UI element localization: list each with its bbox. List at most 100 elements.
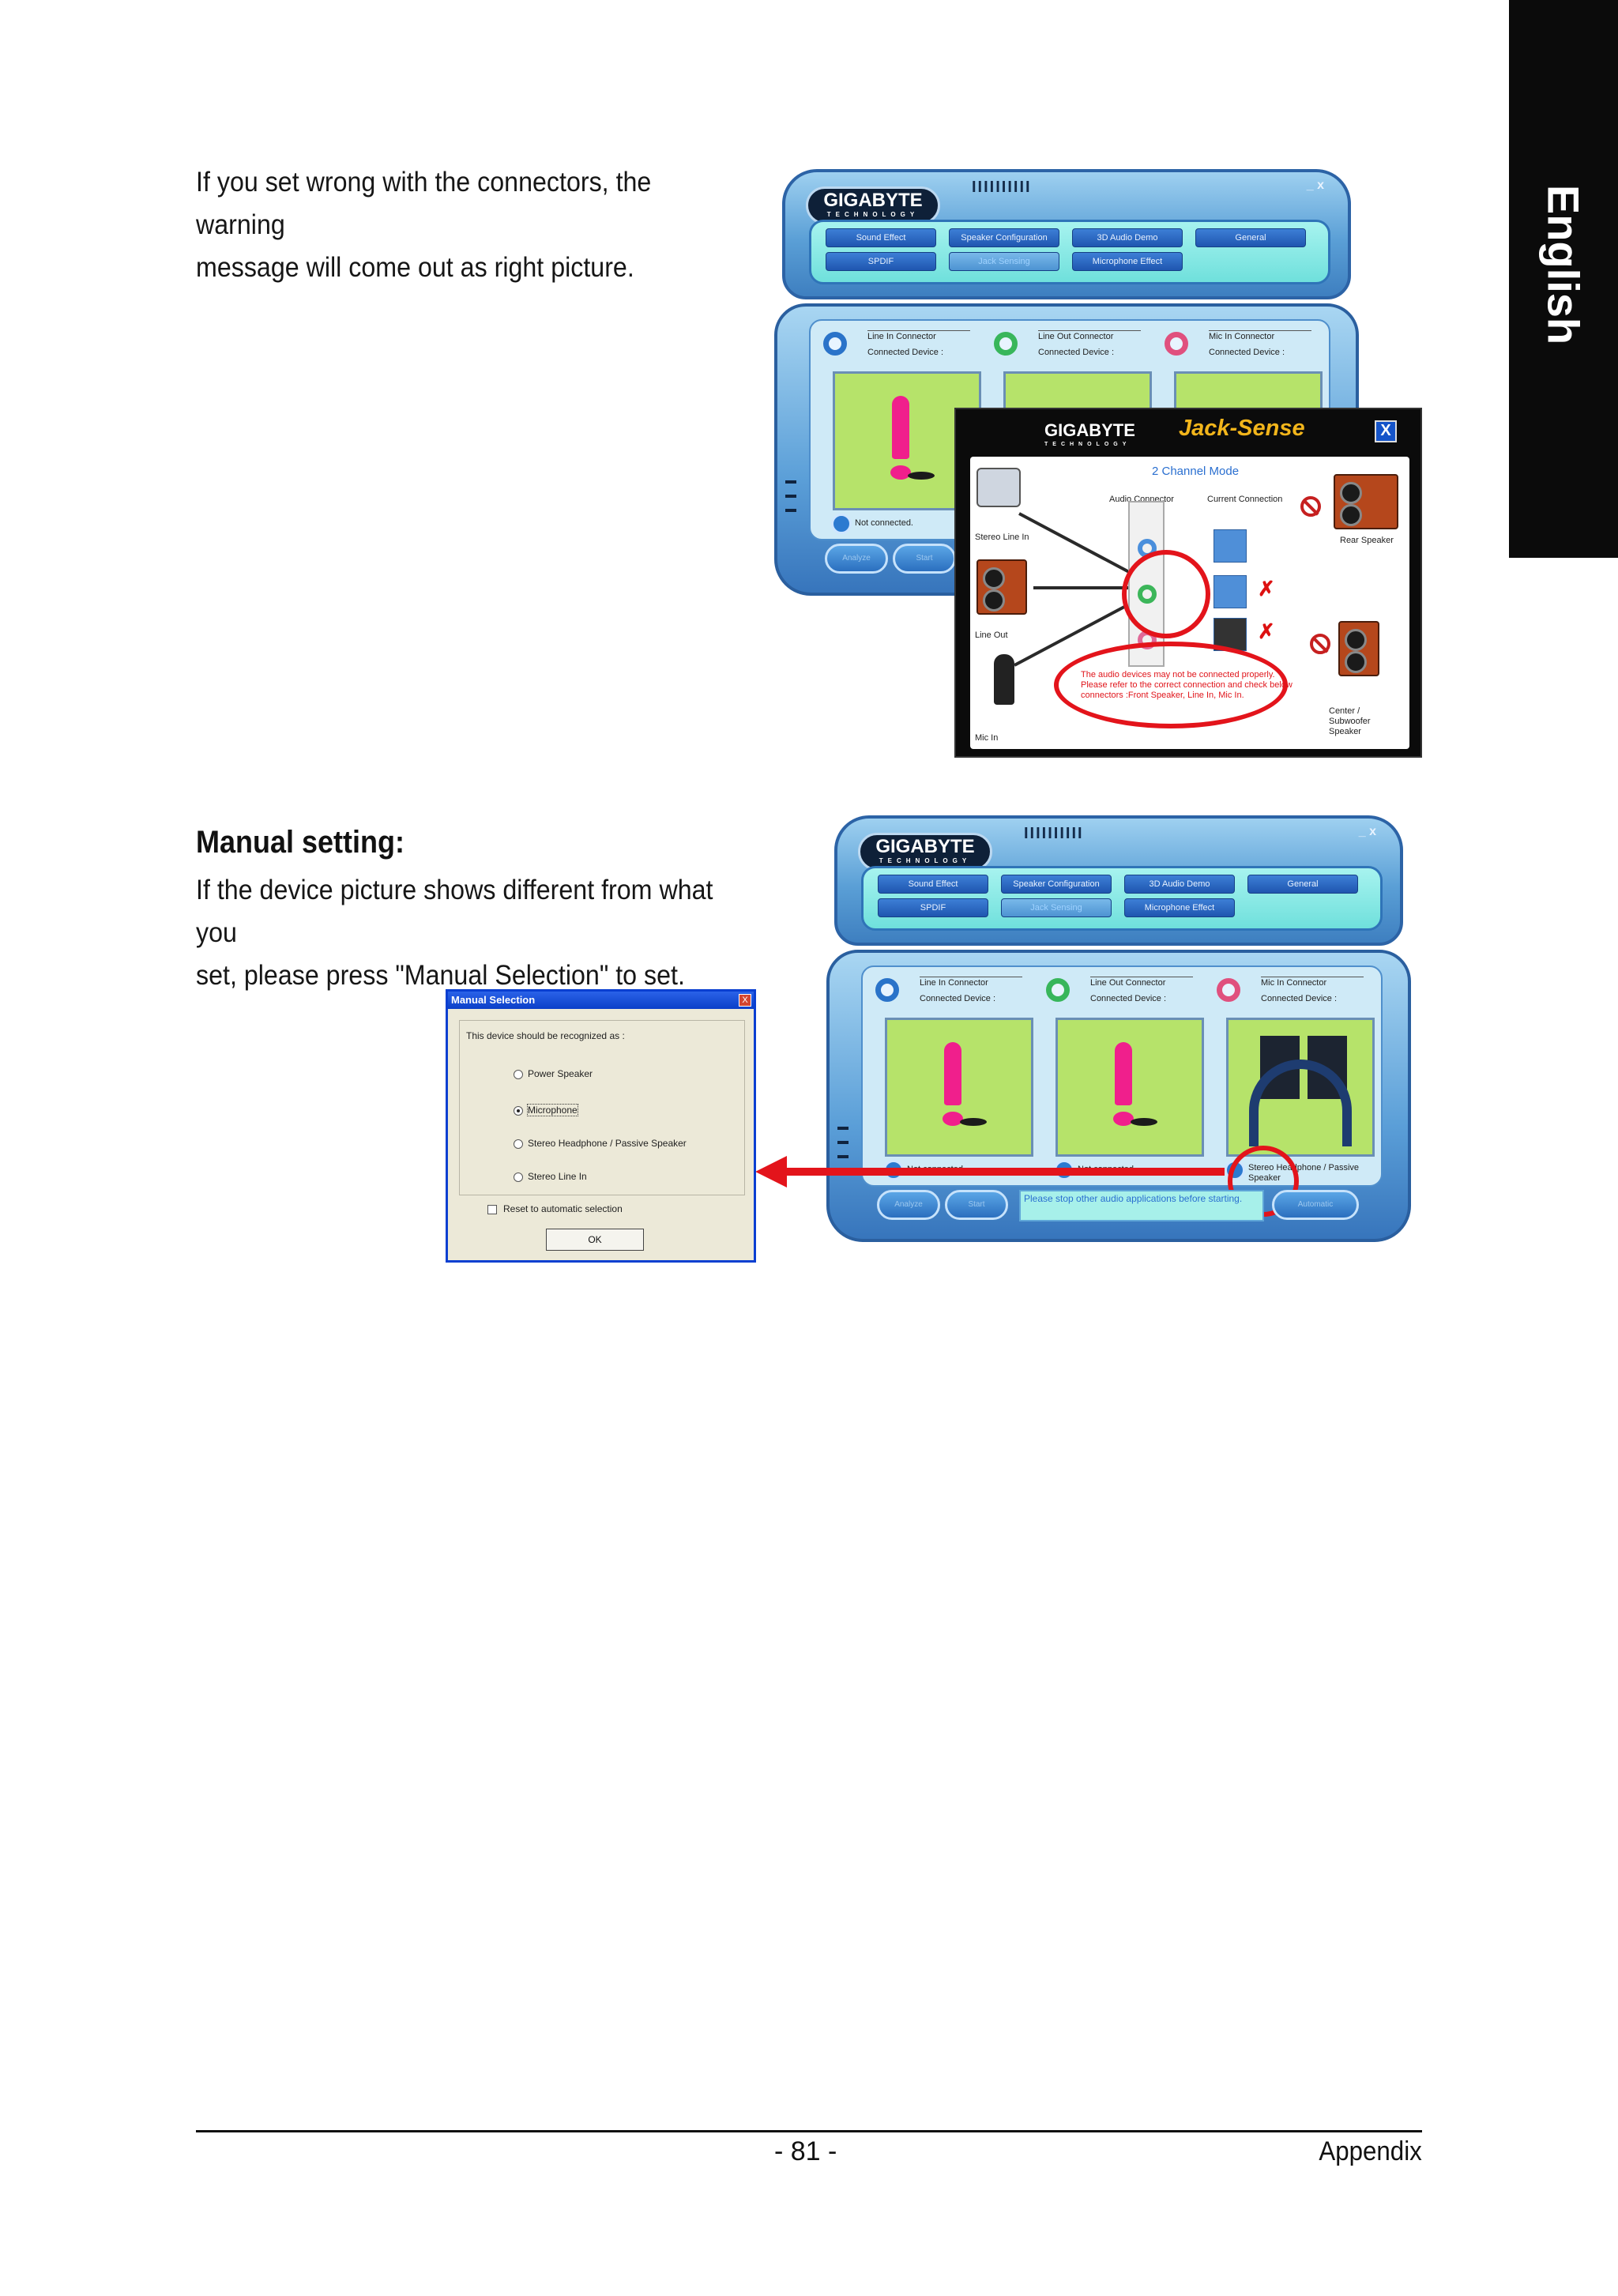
option-stereo-line-in[interactable]: Stereo Line In [528,1171,587,1182]
option-power-speaker[interactable]: Power Speaker [528,1068,593,1079]
tab-microphone-effect[interactable]: Microphone Effect [1072,252,1183,271]
pointer-arrow [782,1168,1225,1176]
reset-checkbox-label[interactable]: Reset to automatic selection [503,1203,623,1214]
warning-icon [1115,1042,1132,1105]
tab-speaker-configuration[interactable]: Speaker Configuration [949,228,1059,247]
analyze-button[interactable]: Analyze [877,1190,940,1220]
mic-in-jack-icon [1165,332,1188,356]
stereo-line-in-label: Stereo Line In [975,533,1029,542]
drag-grip-icon[interactable] [785,480,796,512]
error-x-icon: ✗ [1258,577,1275,600]
close-icon[interactable]: X [739,994,751,1007]
language-tab: English [1509,0,1618,558]
connection-indicator [1214,575,1247,608]
tab-3d-audio-demo[interactable]: 3D Audio Demo [1072,228,1183,247]
analyze-button[interactable]: Analyze [825,544,888,574]
tab-sound-effect[interactable]: Sound Effect [878,875,988,894]
highlight-circle [1122,550,1210,638]
option-stereo-headphone[interactable]: Stereo Headphone / Passive Speaker [528,1138,687,1149]
connector-name: Line Out Connector [1090,977,1193,988]
warning-icon [892,396,909,459]
connected-device-label: Connected Device : [1038,348,1114,357]
dialog-title: Manual Selection [448,992,754,1009]
radio-stereo-line-in[interactable] [514,1172,523,1182]
not-allowed-icon [1310,634,1330,654]
cable-line-out [1033,586,1131,589]
mic-in-connector: Mic In Connector Connected Device : Ster… [1217,973,1383,1183]
speaker-icon [976,559,1027,615]
grip-dots-icon[interactable]: IIIIIIIIII [1024,825,1084,842]
tab-spdif[interactable]: SPDIF [878,898,988,917]
line-in-jack-icon [823,332,847,356]
window-controls[interactable]: _ x [1306,179,1324,192]
dialog-prompt: This device should be recognized as : [466,1030,625,1041]
tab-3d-audio-demo[interactable]: 3D Audio Demo [1124,875,1235,894]
page-number: - 81 - [774,2136,837,2166]
warning-highlight-oval [1054,642,1288,728]
connector-status: Not connected. [855,518,913,528]
connector-name: Line In Connector [920,977,1022,988]
tab-speaker-configuration[interactable]: Speaker Configuration [1001,875,1112,894]
connector-name: Line Out Connector [1038,330,1141,341]
jack-sense-title: Jack-Sense [1179,416,1305,441]
connected-device-label: Connected Device : [920,994,995,1003]
message-box: Please stop other audio applications bef… [1019,1190,1264,1221]
tab-jack-sensing[interactable]: Jack Sensing [949,252,1059,271]
tab-spdif[interactable]: SPDIF [826,252,936,271]
line-in-jack-icon [875,978,899,1002]
cable-line-in [1018,512,1132,574]
line-in-connector: Line In Connector Connected Device : Not… [875,973,1041,1180]
connector-panel: Line In Connector Connected Device : Not… [861,965,1383,1217]
radio-microphone[interactable] [514,1106,523,1116]
reset-checkbox[interactable] [487,1205,497,1214]
automatic-button[interactable]: Automatic [1272,1190,1359,1220]
grip-dots-icon[interactable]: IIIIIIIIII [972,179,1032,196]
tab-microphone-effect[interactable]: Microphone Effect [1124,898,1235,917]
manual-select-icon[interactable] [831,514,852,534]
option-microphone[interactable]: Microphone [527,1104,578,1116]
connected-device-label: Connected Device : [867,348,943,357]
ok-button[interactable]: OK [546,1229,644,1251]
mic-in-jack-icon [1217,978,1240,1002]
manual-selection-dialog: Manual Selection X This device should be… [446,989,756,1263]
current-connection-label: Current Connection [1207,495,1283,504]
start-button[interactable]: Start [945,1190,1008,1220]
drag-grip-icon[interactable] [837,1127,849,1158]
option-group: This device should be recognized as : Po… [459,1020,745,1195]
intro-paragraph: If you set wrong with the connectors, th… [196,161,719,289]
radio-power-speaker[interactable] [514,1070,523,1079]
audio-window-body: Line In Connector Connected Device : Not… [826,950,1411,1242]
tab-general[interactable]: General [1195,228,1306,247]
start-button[interactable]: Start [893,544,956,574]
manual-line-2: set, please press "Manual Selection" to … [196,960,685,991]
center-subwoofer-label: Center / Subwoofer Speaker [1329,706,1371,736]
window-controls[interactable]: _ x [1358,825,1376,838]
connector-name: Mic In Connector [1209,330,1311,341]
language-tab-label: English [1538,184,1589,345]
tab-jack-sensing[interactable]: Jack Sensing [1001,898,1112,917]
manual-paragraph: If the device picture shows different fr… [196,869,719,997]
connected-device-label: Connected Device : [1090,994,1166,1003]
jack-sense-body: 2 Channel Mode Audio Connector Current C… [970,457,1409,749]
footer-rule [196,2130,1422,2132]
close-icon[interactable]: X [1375,420,1397,442]
connection-indicator [1214,618,1247,651]
connector-name: Mic In Connector [1261,977,1364,988]
intro-line-1: If you set wrong with the connectors, th… [196,167,652,240]
line-in-device-icon [976,468,1021,507]
tab-panel: Sound Effect Speaker Configuration 3D Au… [809,220,1330,284]
intro-line-2: message will come out as right picture. [196,252,634,283]
tab-general[interactable]: General [1247,875,1358,894]
line-out-jack-icon [1046,978,1070,1002]
manual-line-1: If the device picture shows different fr… [196,875,713,948]
radio-stereo-headphone[interactable] [514,1139,523,1149]
tab-sound-effect[interactable]: Sound Effect [826,228,936,247]
not-allowed-icon [1300,496,1321,517]
error-x-icon: ✗ [1258,619,1275,643]
